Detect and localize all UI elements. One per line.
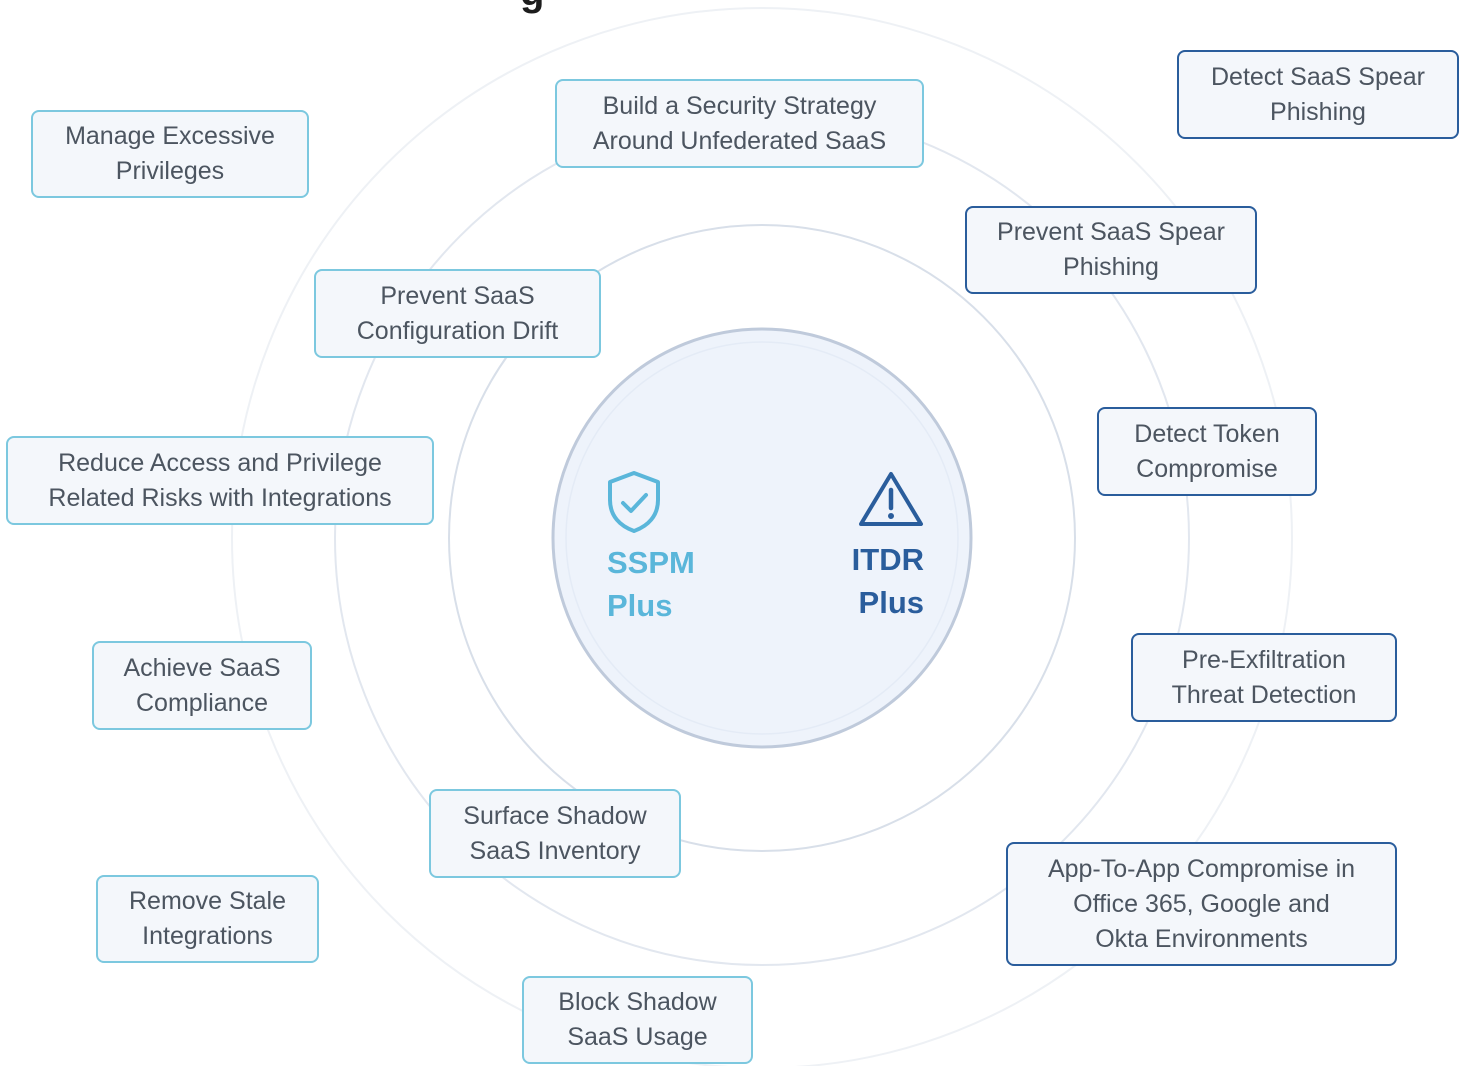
inner-ring <box>448 224 1076 852</box>
capability-card-surface-shadow-saas: Surface Shadow SaaS Inventory <box>429 789 681 878</box>
capability-card-reduce-access-risks: Reduce Access and Privilege Related Risk… <box>6 436 434 525</box>
hub-circle <box>551 327 973 749</box>
capability-card-detect-spear-phishing: Detect SaaS Spear Phishing <box>1177 50 1459 139</box>
outer-ring <box>231 7 1293 1066</box>
capability-card-block-shadow-saas: Block Shadow SaaS Usage <box>522 976 753 1064</box>
capability-card-manage-excessive-privileges: Manage Excessive Privileges <box>31 110 309 198</box>
shield-check-icon <box>608 471 660 533</box>
capability-card-detect-token-compromise: Detect Token Compromise <box>1097 407 1317 496</box>
warning-triangle-icon <box>859 472 923 526</box>
itdr-plus-label: ITDR Plus <box>851 542 924 620</box>
capability-card-prevent-spear-phishing: Prevent SaaS Spear Phishing <box>965 206 1257 294</box>
sspm-plus-label: SSPM Plus <box>607 545 695 623</box>
capability-card-achieve-saas-compliance: Achieve SaaS Compliance <box>92 641 312 730</box>
capability-card-prevent-configuration-drift: Prevent SaaS Configuration Drift <box>314 269 601 358</box>
capability-card-app-to-app-compromise: App-To-App Compromise in Office 365, Goo… <box>1006 842 1397 966</box>
capability-card-build-security-strategy: Build a Security Strategy Around Unfeder… <box>555 79 924 168</box>
hub-inner-ring <box>565 341 959 735</box>
capability-card-remove-stale-integrations: Remove Stale Integrations <box>96 875 319 963</box>
capability-card-pre-exfiltration-detection: Pre-Exfiltration Threat Detection <box>1131 633 1397 722</box>
title-fragment: g <box>520 0 560 14</box>
